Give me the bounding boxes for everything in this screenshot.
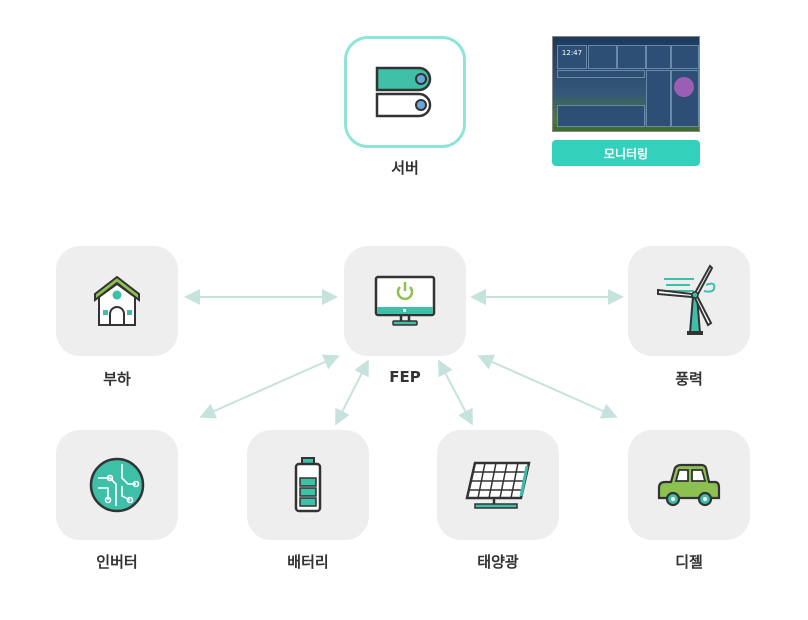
- monitor-power-icon: [374, 275, 436, 326]
- arrow-fep-inverter: [199, 354, 340, 419]
- arrow-fep-battery: [335, 359, 369, 426]
- screen-time: 12:47: [561, 49, 583, 57]
- load-node[interactable]: [56, 246, 178, 356]
- fep-node[interactable]: [344, 246, 466, 356]
- monitoring-screenshot[interactable]: 12:47: [552, 36, 700, 132]
- battery-node[interactable]: [247, 430, 369, 540]
- wind-node[interactable]: [628, 246, 750, 356]
- server-icon: [375, 66, 432, 118]
- car-icon: [657, 463, 721, 507]
- server-node[interactable]: [344, 36, 466, 148]
- inverter-label: 인버터: [96, 553, 138, 571]
- inverter-circuit-icon: [89, 457, 145, 513]
- load-label: 부하: [103, 370, 131, 388]
- wind-label: 풍력: [675, 370, 703, 388]
- solar-panel-icon: [465, 461, 531, 509]
- inverter-node[interactable]: [56, 430, 178, 540]
- wind-turbine-icon: [657, 264, 716, 335]
- server-label: 서버: [391, 159, 419, 177]
- diesel-label: 디젤: [675, 553, 703, 571]
- battery-icon: [294, 457, 322, 513]
- diesel-node[interactable]: [628, 430, 750, 540]
- monitoring-button[interactable]: 모니터링: [552, 140, 700, 166]
- arrow-fep-diesel: [477, 354, 618, 419]
- solar-label: 태양광: [477, 553, 519, 571]
- battery-label: 배터리: [287, 553, 329, 571]
- fep-label: FEP: [389, 368, 421, 386]
- arrow-fep-solar: [438, 359, 473, 426]
- house-icon: [94, 275, 140, 326]
- solar-node[interactable]: [437, 430, 559, 540]
